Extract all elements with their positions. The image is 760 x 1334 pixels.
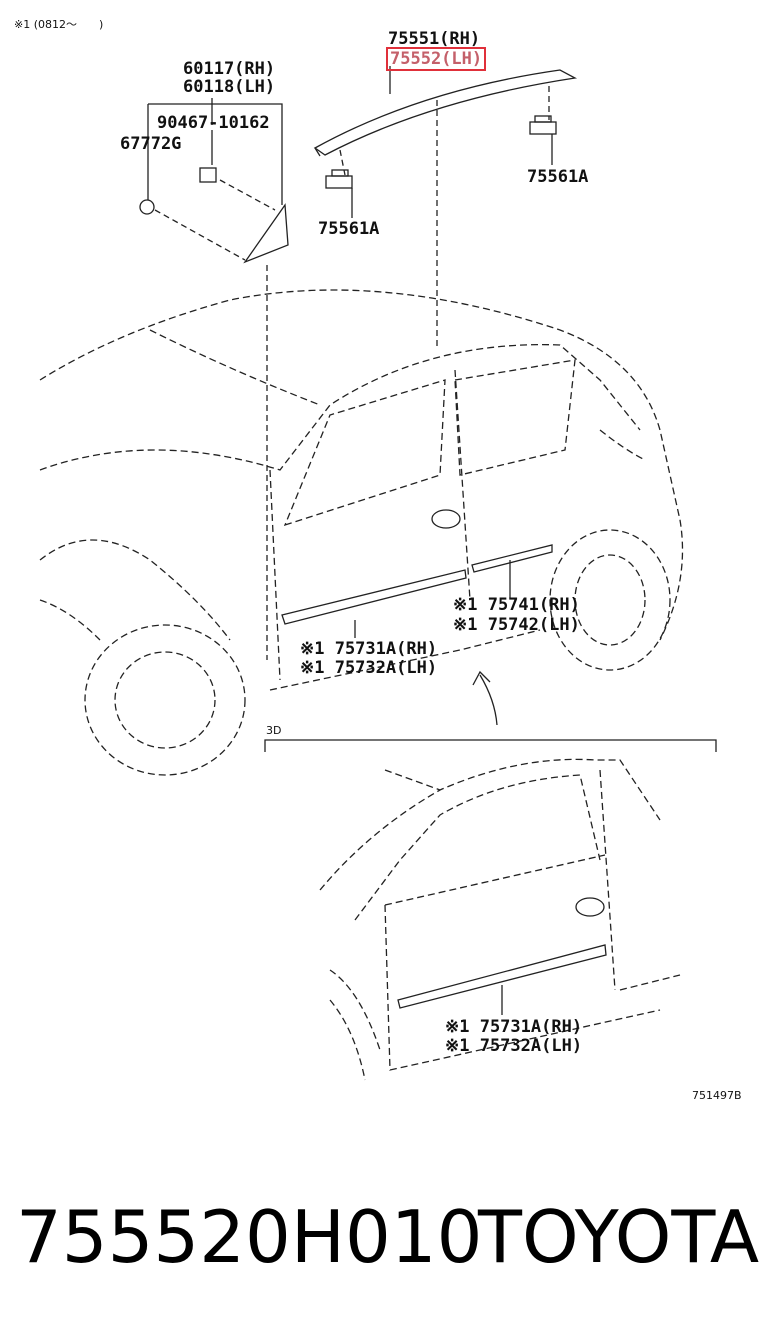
part-label-67772[interactable]: 67772G <box>120 134 182 154</box>
leader-lines <box>147 66 553 1015</box>
parts-diagram <box>39 66 717 1081</box>
part-label-75561a-left[interactable]: 75561A <box>318 219 380 239</box>
part-number: 755520H010 <box>16 1195 483 1279</box>
car-body <box>39 289 684 776</box>
part-label-90467[interactable]: 90467-10162 <box>157 113 270 133</box>
production-note: ※1 (0812～ ) <box>14 18 104 31</box>
part-label-75731a[interactable]: ※1 75731A(RH) <box>300 639 438 659</box>
part-label-60117[interactable]: 60117(RH) <box>183 59 276 79</box>
detail-bracket <box>264 739 717 752</box>
part-label-75732a[interactable]: ※1 75732A(LH) <box>300 658 438 678</box>
diagram-id: 751497B <box>692 1089 742 1102</box>
detail-car-body <box>319 758 681 1081</box>
part-label-75551[interactable]: 75551(RH) <box>388 29 481 49</box>
window-trim-part <box>139 167 289 264</box>
dashed-guides <box>154 86 550 660</box>
detail-side-moulding <box>397 897 607 1009</box>
part-label-60118[interactable]: 60118(LH) <box>183 77 276 97</box>
part-label-75741[interactable]: ※1 75741(RH) <box>453 595 580 615</box>
brand-name: TOYOTA <box>478 1195 760 1279</box>
detail-arrow <box>479 674 498 726</box>
side-mouldings-upper <box>281 509 553 625</box>
part-label-75742[interactable]: ※1 75742(LH) <box>453 615 580 635</box>
detail-arrowhead <box>472 670 491 686</box>
variant-label: 3D <box>266 724 282 737</box>
detail-part-label-75732a[interactable]: ※1 75732A(LH) <box>445 1036 583 1056</box>
part-label-75561a-right[interactable]: 75561A <box>527 167 589 187</box>
detail-part-label-75731a[interactable]: ※1 75731A(RH) <box>445 1017 583 1037</box>
part-label-75552-highlighted[interactable]: 75552(LH) <box>385 47 487 71</box>
roof-moulding <box>313 69 578 189</box>
